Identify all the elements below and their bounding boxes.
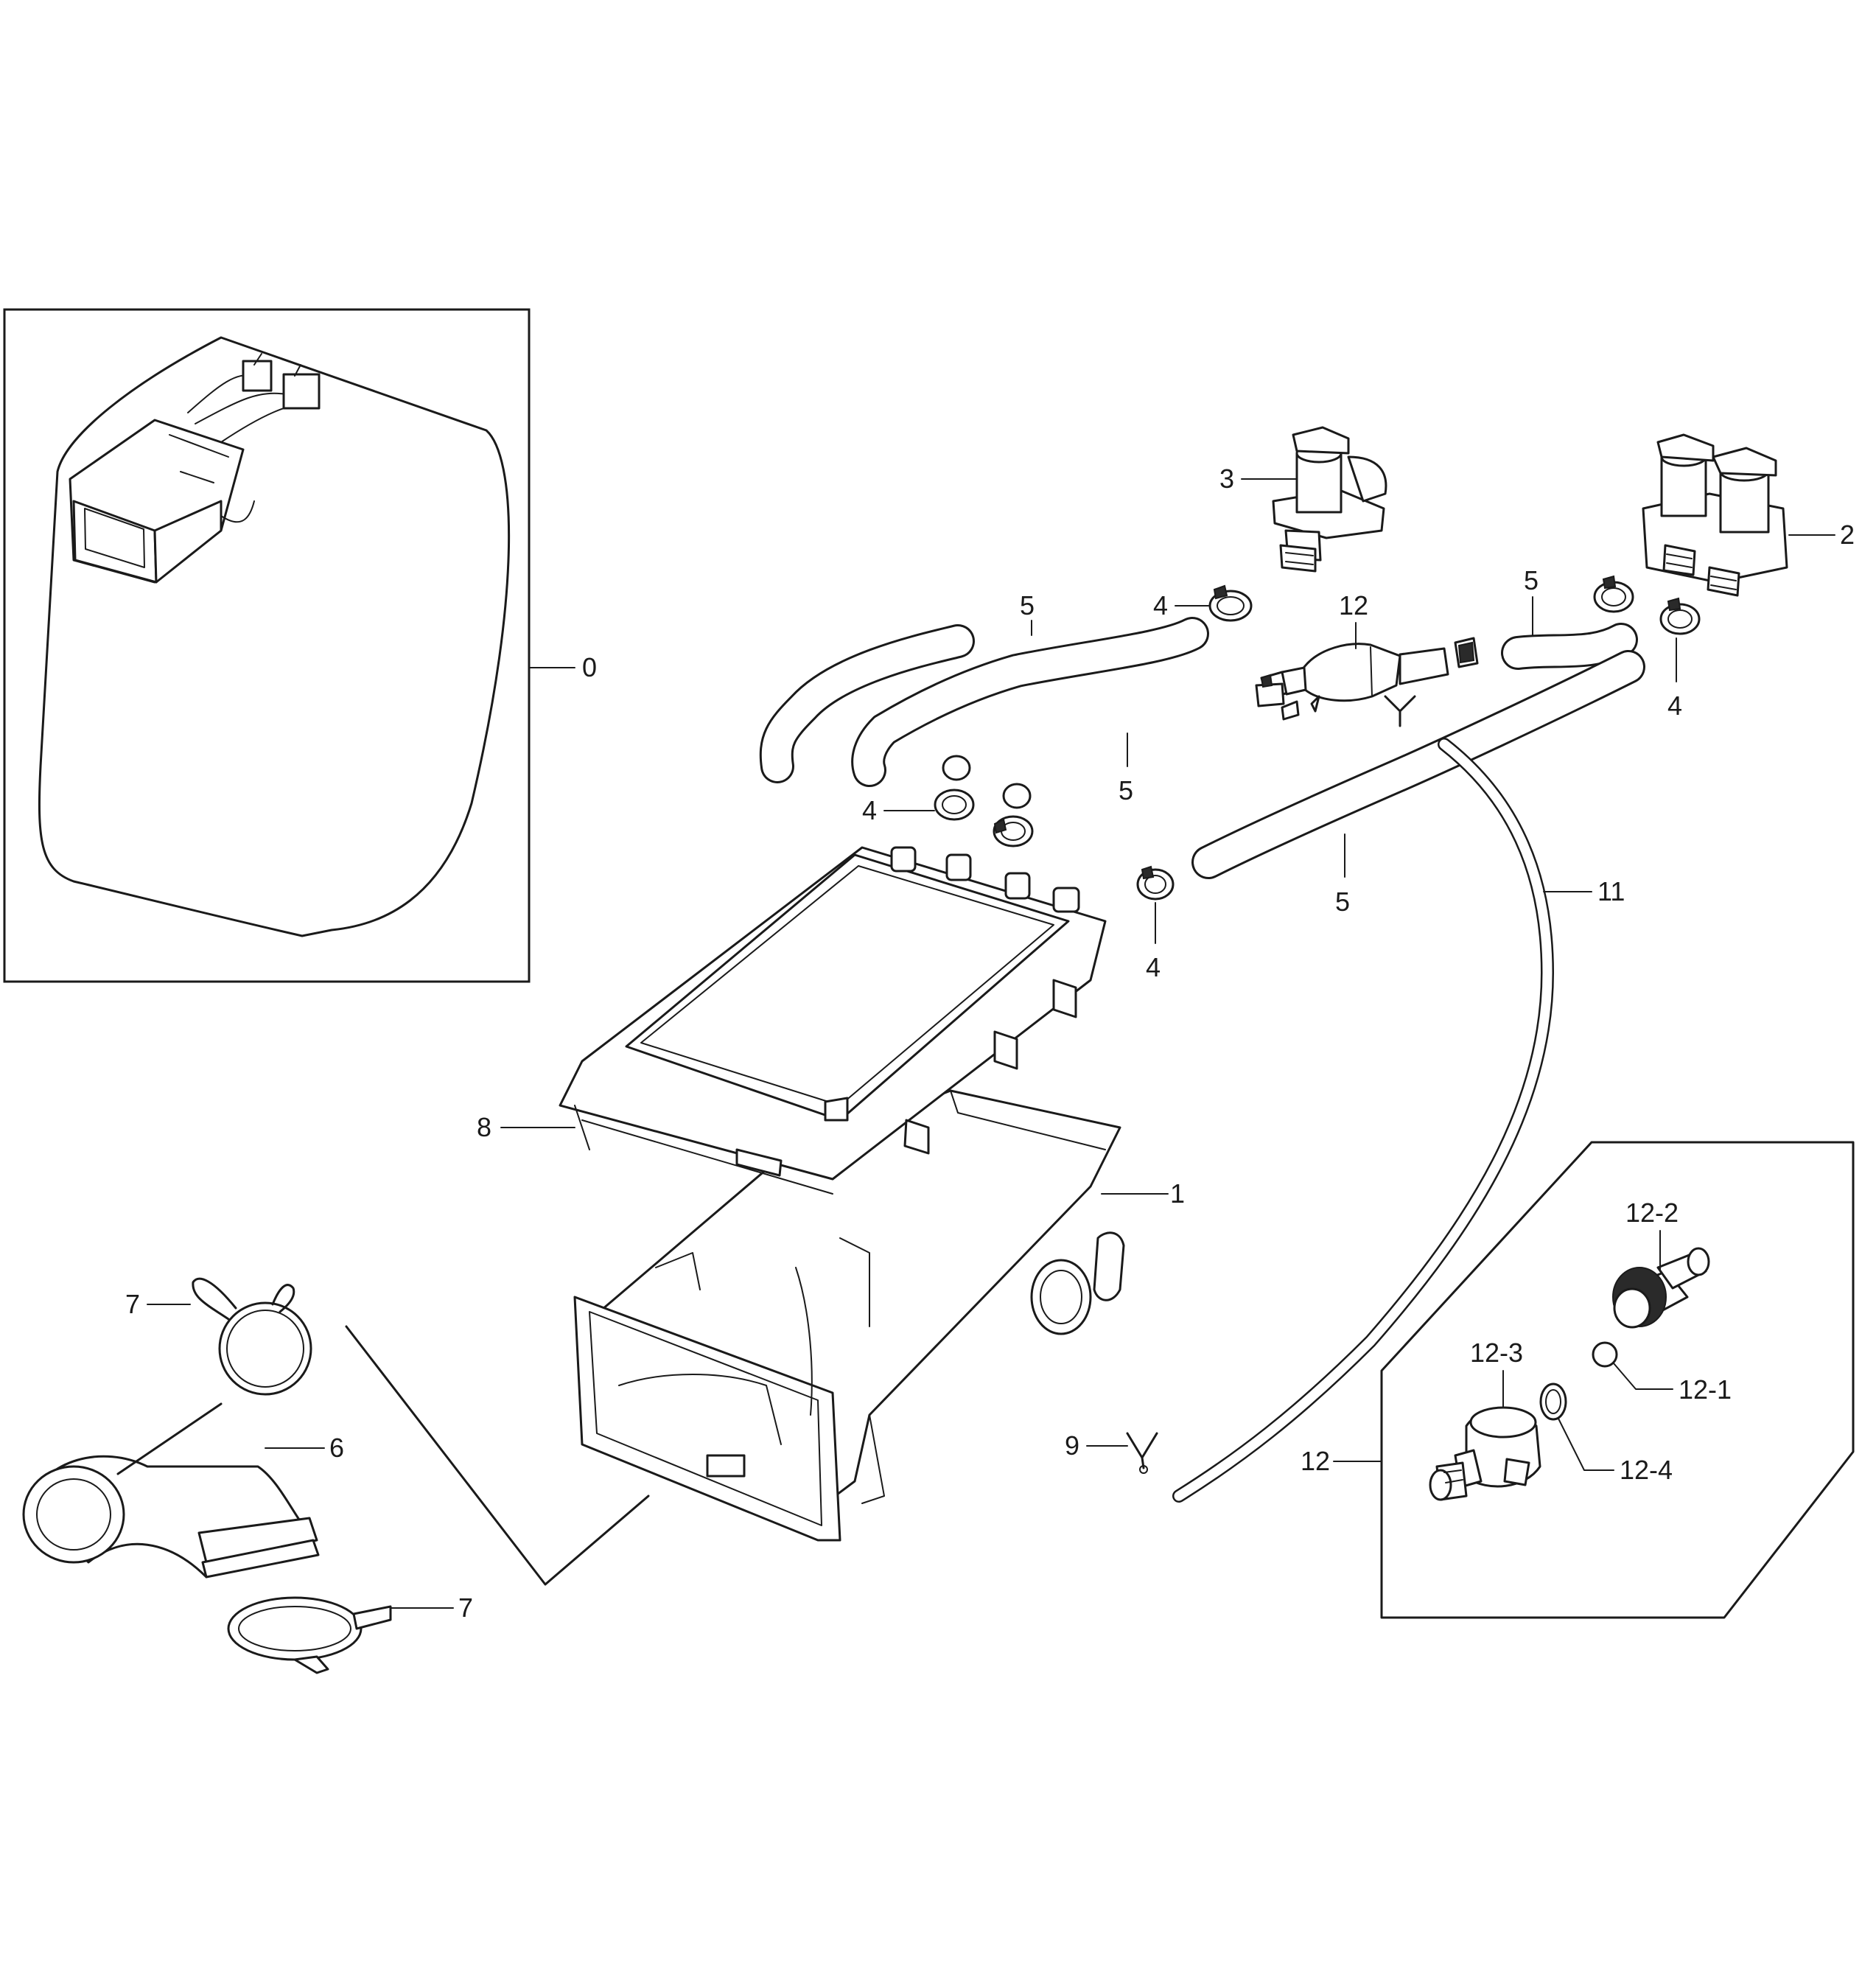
callout-7-lower: 7 (458, 1593, 473, 1623)
callout-5-lower: 5 (1335, 887, 1350, 917)
dispenser-assembly-icon (69, 353, 321, 584)
hose-clamps (934, 575, 1701, 901)
breaker-ball-icon (1592, 1341, 1618, 1368)
callout-4-right: 4 (1667, 691, 1682, 721)
callout-5-middle: 5 (1119, 775, 1133, 805)
callout-12-inset: 12 (1301, 1446, 1330, 1476)
clamp-leader-line (116, 1402, 223, 1475)
callout-9: 9 (1065, 1430, 1079, 1461)
callout-7-upper: 7 (125, 1289, 140, 1319)
water-valve-double (1642, 433, 1788, 597)
bellows-leader-line (345, 1325, 650, 1586)
callout-3: 3 (1219, 464, 1234, 494)
callout-12-4: 12-4 (1620, 1455, 1673, 1485)
siphon-tube (1172, 738, 1555, 1503)
breaker-cap-icon (1612, 1247, 1710, 1329)
callout-4-bottom: 4 (1146, 952, 1161, 982)
callout-5-upper-left: 5 (1020, 590, 1035, 621)
callout-4-left: 4 (862, 795, 877, 825)
bellows-clamp-lower (227, 1596, 392, 1674)
callout-11: 11 (1597, 876, 1625, 906)
vacuum-breaker-assembled (1255, 637, 1479, 727)
wire-clip (1126, 1432, 1158, 1474)
dispenser-bellows (22, 1455, 320, 1579)
inset-vacuum-breaker: 12-2 12-1 12-4 12-3 (1380, 1141, 1855, 1619)
callout-6: 6 (329, 1433, 344, 1463)
inset-dispenser-assembly: 0 (3, 308, 597, 983)
callout-12-2: 12-2 (1625, 1198, 1679, 1228)
callout-12-1: 12-1 (1679, 1374, 1732, 1405)
dispenser-housing (559, 846, 1125, 1542)
callout-4-top: 4 (1153, 590, 1168, 621)
callout-0: 0 (582, 652, 597, 682)
callout-12-top: 12 (1339, 590, 1368, 621)
callout-5-upper-right: 5 (1524, 565, 1539, 595)
callout-1: 1 (1170, 1178, 1185, 1209)
inlet-hoses (759, 617, 1645, 879)
callout-8: 8 (477, 1112, 491, 1142)
water-valve-single (1272, 426, 1387, 573)
bellows-clamp-upper (192, 1277, 312, 1396)
breaker-o-ring-icon (1539, 1382, 1567, 1421)
callout-2: 2 (1840, 520, 1855, 550)
breaker-body-icon (1429, 1406, 1541, 1501)
callout-12-3: 12-3 (1470, 1338, 1523, 1368)
